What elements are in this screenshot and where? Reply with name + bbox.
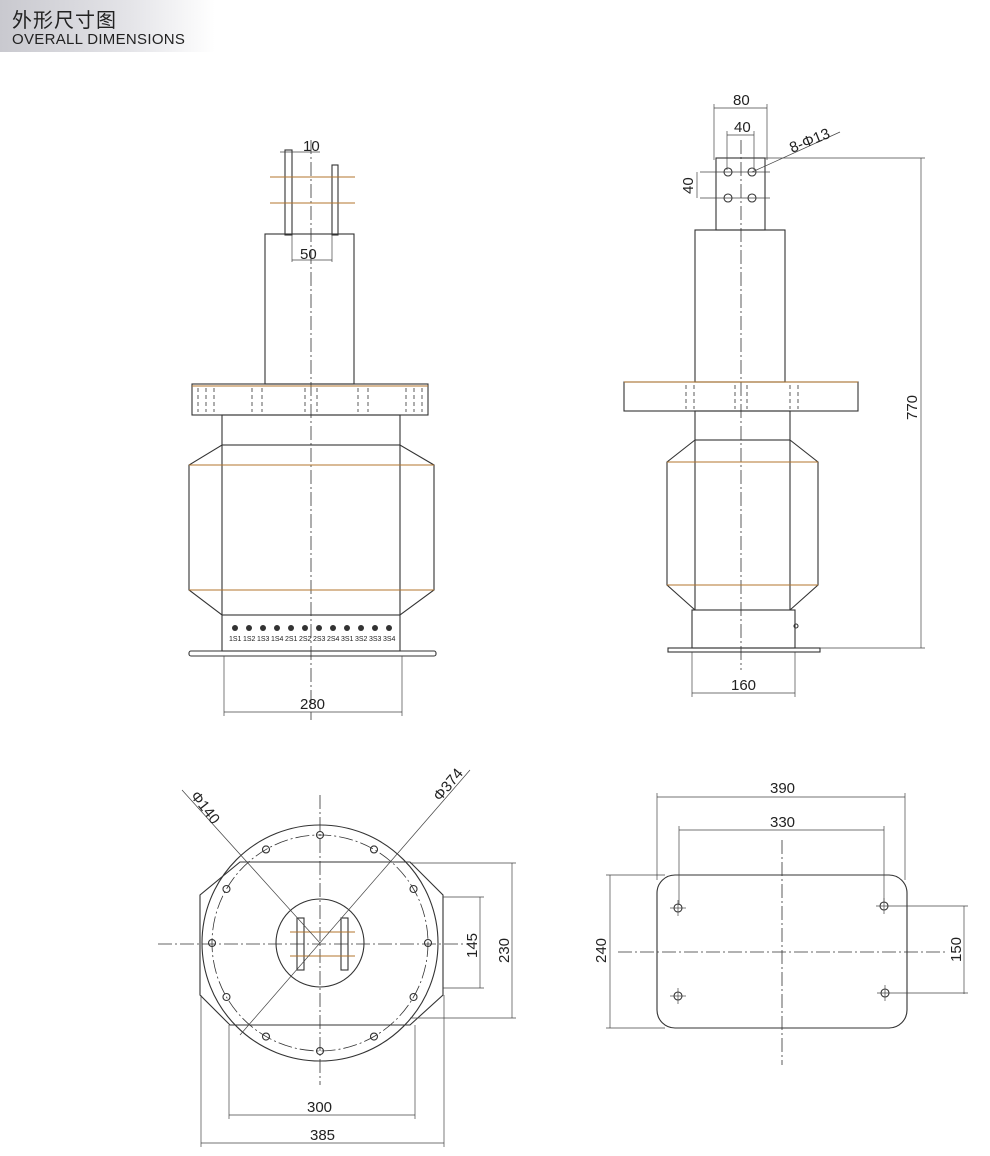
bolt-hole (409, 884, 418, 894)
dim-base-width: 160 (731, 677, 756, 694)
terminal-screw-icon (302, 625, 308, 631)
dim-hole-spacing-v: 40 (680, 177, 697, 194)
title-chinese: 外形尺寸图 (12, 8, 117, 32)
terminal-label: 2S4 (327, 636, 340, 643)
terminal-label: 2S3 (313, 636, 326, 643)
terminal-screw-icon (288, 625, 294, 631)
terminal-screw-icon (246, 625, 252, 631)
dim-h-holes: 150 (948, 937, 965, 962)
bolt-hole (222, 884, 231, 894)
dim-holes: 8-Φ13 (787, 125, 832, 156)
terminal-label: 1S2 (243, 636, 256, 643)
dim-outer-dia: Φ374 (430, 765, 467, 804)
terminal-screw-icon (330, 625, 336, 631)
terminal-label: 3S4 (383, 636, 396, 643)
terminal-label: 3S1 (341, 636, 354, 643)
dim-body-width: 280 (300, 696, 325, 713)
dim-height: 770 (904, 395, 921, 420)
dim-w-outer: 390 (770, 780, 795, 797)
dim-inner-dia: Φ140 (187, 788, 223, 828)
terminal-screw-icon (344, 625, 350, 631)
title-english: OVERALL DIMENSIONS (12, 31, 186, 48)
bolt-hole (369, 1032, 379, 1041)
terminal-screw-icon (372, 625, 378, 631)
terminal-screw-icon (232, 625, 238, 631)
dim-h2: 230 (496, 938, 513, 963)
terminal-label: 3S2 (355, 636, 368, 643)
dim-terminal-spacing: 50 (300, 246, 317, 263)
terminal-label: 1S3 (257, 636, 270, 643)
bolt-hole (207, 938, 217, 948)
terminal-screw-icon (386, 625, 392, 631)
bolt-hole (409, 992, 418, 1002)
terminal-label: 2S2 (299, 636, 312, 643)
dim-terminal-thickness: 10 (303, 138, 320, 155)
bolt-hole (315, 830, 325, 840)
terminal-label: 3S3 (369, 636, 382, 643)
dim-h-outer: 240 (593, 938, 610, 963)
bolt-hole (423, 938, 433, 948)
terminal-screw-icon (316, 625, 322, 631)
terminal-screw-icon (274, 625, 280, 631)
dim-w-holes: 330 (770, 814, 795, 831)
dim-h1: 145 (464, 933, 481, 958)
base-plate-view: 390 330 240 150 (593, 780, 968, 1065)
bolt-hole (261, 845, 271, 854)
dim-w2: 385 (310, 1127, 335, 1144)
terminal-screw-icon (358, 625, 364, 631)
bolt-hole (369, 845, 379, 854)
dim-hole-spacing-h: 40 (734, 119, 751, 136)
terminal-screw-icon (260, 625, 266, 631)
bolt-hole (261, 1032, 271, 1041)
bolt-hole (222, 992, 231, 1002)
dim-plate-width: 80 (733, 92, 750, 109)
terminal-label: 2S1 (285, 636, 298, 643)
terminal-label: 1S4 (271, 636, 284, 643)
terminal-label: 1S1 (229, 636, 242, 643)
bolt-hole (315, 1046, 325, 1056)
side-view: 80 40 40 8-Φ13 770 160 (623, 92, 925, 697)
top-view: Φ140 Φ374 145 230 300 385 (158, 765, 516, 1147)
header-banner: 外形尺寸图 OVERALL DIMENSIONS (0, 0, 215, 52)
dim-w1: 300 (307, 1099, 332, 1116)
